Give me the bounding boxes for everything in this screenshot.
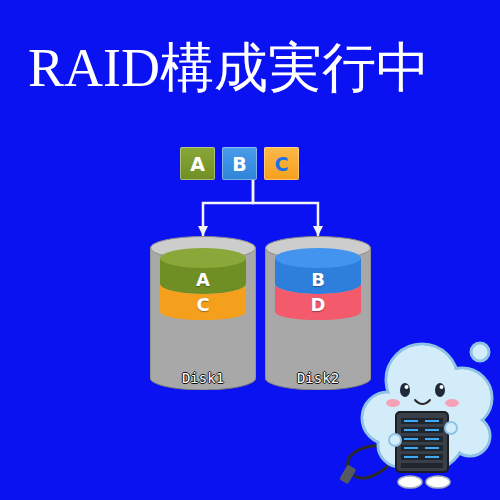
eye — [400, 383, 410, 397]
layer-top — [160, 248, 246, 268]
server-lights — [404, 420, 439, 458]
cheek — [386, 399, 400, 407]
server-rack — [396, 412, 448, 472]
foot — [398, 476, 422, 488]
smile — [415, 400, 430, 404]
disk-body — [265, 248, 371, 390]
block-letter: A — [190, 153, 205, 175]
eye-highlight — [440, 385, 444, 389]
layer-body — [160, 284, 246, 320]
server-light — [425, 456, 439, 458]
server-slot — [401, 427, 443, 433]
plug — [339, 465, 356, 485]
cloud-outline — [362, 343, 492, 470]
page-title: RAID構成実行中 — [28, 36, 430, 101]
server-light — [404, 456, 418, 458]
foot — [426, 476, 450, 488]
block-letter: C — [275, 153, 289, 175]
split-arrow — [253, 180, 318, 236]
server-slot — [401, 436, 443, 442]
stored-block: D — [275, 284, 361, 320]
cloud-fill — [364, 346, 491, 469]
eye — [435, 383, 445, 397]
server-light — [404, 447, 418, 449]
disk-label: Disk2 — [297, 370, 339, 387]
data-block: A — [180, 147, 215, 180]
split-arrow — [203, 180, 253, 236]
stored-block: B — [275, 248, 361, 294]
server-slot — [401, 454, 443, 460]
disk-label: Disk1 — [182, 370, 224, 387]
server-light — [404, 429, 418, 431]
server-light — [425, 420, 439, 422]
server-slot — [401, 418, 443, 424]
block-letter: C — [196, 295, 209, 315]
stored-block: C — [160, 284, 246, 320]
block-letter: A — [196, 270, 210, 290]
cheek — [445, 399, 459, 407]
block-letter: D — [311, 295, 326, 315]
disk-cylinder: Disk2 BD — [265, 236, 371, 390]
server-slots — [401, 418, 443, 468]
eye-highlight — [405, 385, 409, 389]
layer-top — [275, 248, 361, 268]
server-light — [425, 429, 439, 431]
stored-block: A — [160, 248, 246, 294]
disk-cylinder: Disk1 AC — [150, 236, 256, 390]
disk-body — [150, 248, 256, 390]
server-light — [404, 420, 418, 422]
server-slot — [401, 463, 443, 468]
data-block: C — [264, 147, 299, 180]
server-light — [425, 447, 439, 449]
cloud-puff — [471, 343, 489, 361]
hand — [389, 434, 401, 446]
layer-body — [275, 284, 361, 320]
server-light — [404, 438, 418, 440]
server-slot — [401, 445, 443, 451]
data-block: B — [222, 147, 257, 180]
block-letter: B — [311, 270, 325, 290]
server-light — [425, 438, 439, 440]
hand — [445, 422, 457, 434]
block-letter: B — [232, 153, 246, 175]
